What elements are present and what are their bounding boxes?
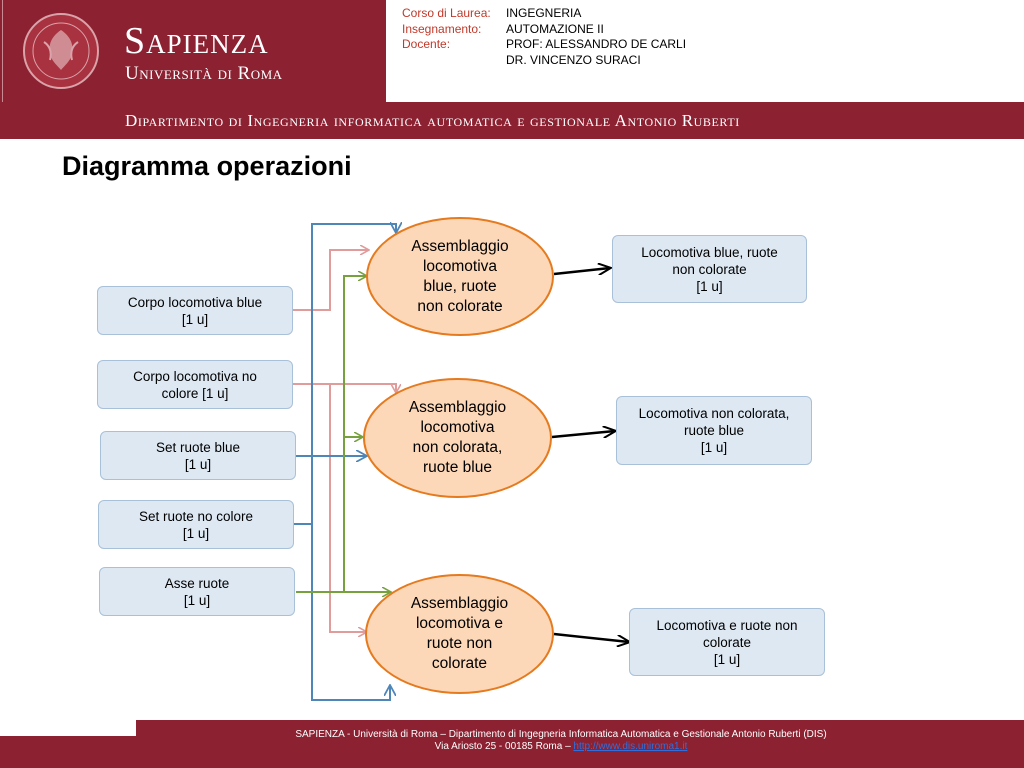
connector-blue [294, 224, 396, 525]
connector-pink [292, 383, 396, 392]
connector-pink [292, 250, 368, 311]
operation-node: Assemblaggio locomotiva blue, ruote non … [366, 217, 554, 336]
input-box: Asse ruote [1 u] [99, 567, 295, 616]
department-bar [0, 102, 1024, 139]
course-value: AUTOMAZIONE II [506, 21, 604, 36]
course-value: PROF: ALESSANDRO DE CARLI [506, 37, 687, 51]
footer-contact-line: Via Ariosto 25 - 00185 Roma – http://www… [136, 741, 986, 753]
department-name: Dipartimento di Ingegneria informatica a… [125, 111, 740, 130]
course-row: Corso di Laurea: INGEGNERIA [402, 6, 686, 22]
operation-node: Assemblaggio locomotiva non colorata, ru… [363, 378, 552, 498]
input-label: Corpo locomotiva no colore [1 u] [133, 368, 257, 401]
course-row: Insegnamento: AUTOMAZIONE II [402, 22, 686, 38]
connector-output [551, 431, 615, 439]
input-box: Corpo locomotiva blue [1 u] [97, 286, 293, 335]
operation-label: Assemblaggio locomotiva non colorata, ru… [408, 399, 507, 476]
course-label: Insegnamento: [402, 21, 482, 36]
university-seal-icon [23, 13, 99, 89]
connector-pink [329, 384, 366, 632]
output-box: Locomotiva e ruote non colorate [1 u] [629, 608, 825, 676]
connector-green [296, 276, 366, 593]
output-label: Locomotiva e ruote non colorate [1 u] [656, 617, 798, 667]
header-brand-panel: Sapienza Università di Roma [0, 0, 386, 102]
footer-address-line: SAPIENZA - Università di Roma – Dipartim… [295, 729, 827, 740]
page-title: Diagramma operazioni [62, 151, 352, 181]
input-label: Set ruote blue [1 u] [155, 439, 241, 472]
footer-street: Via Ariosto 25 - 00185 Roma – [434, 741, 574, 752]
footer-corner [0, 736, 136, 768]
output-box: Locomotiva non colorata, ruote blue [1 u… [616, 396, 812, 465]
footer-bar [136, 720, 1024, 768]
website-link[interactable]: http://www.dis.uniroma1.it [573, 741, 688, 752]
course-label: Docente: [402, 37, 451, 51]
output-label: Locomotiva non colorata, ruote blue [1 u… [638, 406, 790, 455]
course-value: INGEGNERIA [506, 6, 582, 20]
course-value: DR. VINCENZO SURACI [506, 52, 641, 67]
input-label: Set ruote no colore [1 u] [138, 508, 254, 541]
input-label: Corpo locomotiva blue [1 u] [127, 294, 263, 327]
course-row: Docente: PROF: ALESSANDRO DE CARLI [402, 37, 686, 53]
output-label: Locomotiva blue, ruote non colorate [1 u… [641, 244, 778, 294]
course-label: Corso di Laurea: [402, 6, 491, 20]
input-box: Set ruote no colore [1 u] [98, 500, 294, 549]
header-divider [2, 0, 3, 102]
brand-name: Sapienza [124, 20, 269, 62]
brand-subtitle: Università di Roma [125, 63, 283, 84]
input-box: Corpo locomotiva no colore [1 u] [97, 360, 293, 409]
operation-label: Assemblaggio locomotiva blue, ruote non … [411, 237, 509, 315]
input-label: Asse ruote [1 u] [164, 575, 230, 608]
course-info: Corso di Laurea: INGEGNERIA Insegnamento… [402, 6, 686, 68]
input-box: Set ruote blue [1 u] [100, 431, 296, 480]
footer-text: SAPIENZA - Università di Roma – Dipartim… [136, 729, 986, 753]
output-box: Locomotiva blue, ruote non colorate [1 u… [612, 235, 807, 303]
connector-output [553, 268, 610, 274]
course-row: DR. VINCENZO SURACI [402, 53, 686, 69]
operation-node: Assemblaggio locomotiva e ruote non colo… [365, 574, 554, 694]
operation-label: Assemblaggio locomotiva e ruote non colo… [410, 595, 509, 672]
connector-output [553, 632, 629, 642]
connector-blue [311, 524, 390, 701]
